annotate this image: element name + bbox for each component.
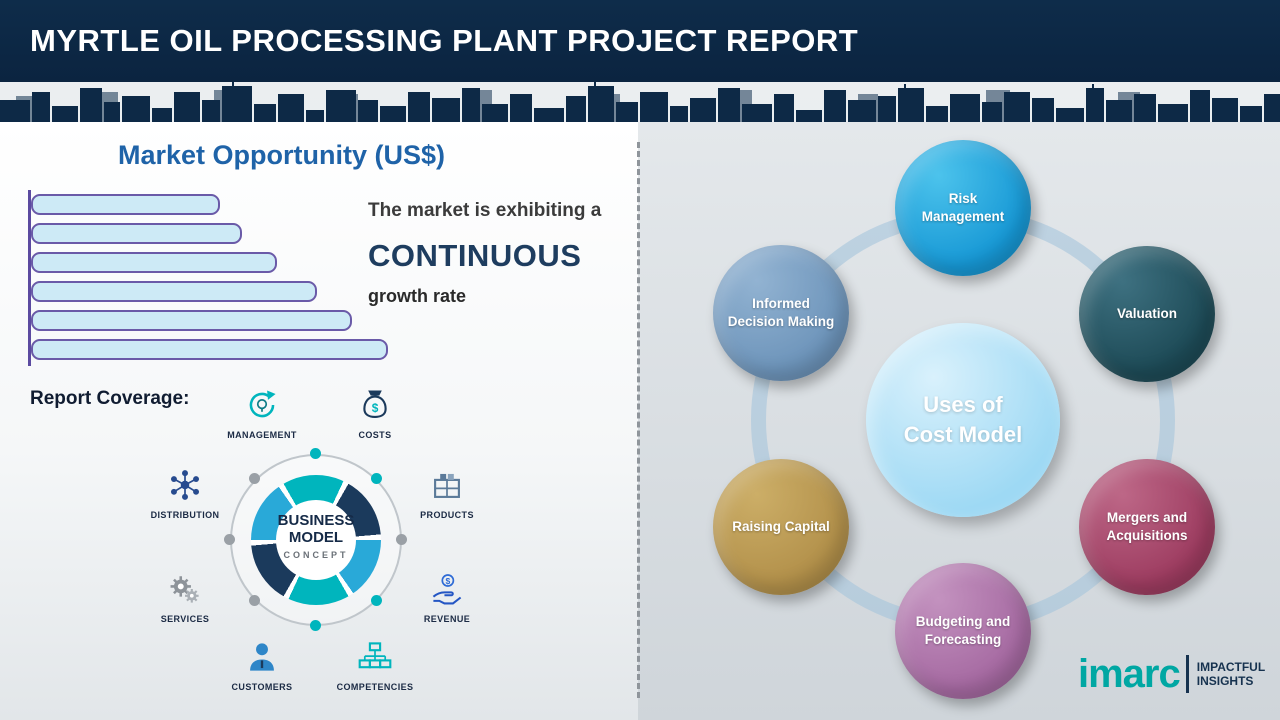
circle-label: Informed Decision Making — [727, 296, 835, 329]
ring-node-dot — [396, 534, 407, 545]
report-coverage-label: Report Coverage: — [30, 388, 190, 409]
circle-informed-decision-making: Informed Decision Making — [713, 245, 849, 381]
circle-label: Raising Capital — [732, 519, 830, 535]
market-growth-bar — [31, 310, 352, 331]
header-banner: MYRTLE OIL PROCESSING PLANT PROJECT REPO… — [0, 0, 1280, 82]
management-icon — [249, 390, 276, 418]
bm-node-services: SERVICES — [133, 572, 237, 624]
market-opportunity-title: Market Opportunity (US$) — [118, 140, 446, 170]
bm-node-costs: $ COSTS — [323, 388, 427, 440]
bar-chart-bars — [31, 194, 388, 368]
brand-tagline-line2: INSIGHTS — [1196, 674, 1254, 688]
market-growth-bar — [31, 223, 242, 244]
bm-node-revenue: $ REVENUE — [395, 572, 499, 624]
bar-chart-axis — [28, 190, 31, 366]
bm-node-management: MANAGEMENT — [210, 388, 314, 440]
ring-node-dot — [224, 534, 235, 545]
donut-hole — [276, 500, 356, 580]
bm-node-label: REVENUE — [423, 614, 471, 624]
services-icon — [170, 576, 199, 603]
bm-node-label: COSTS — [358, 430, 392, 440]
cost-model-center-label: Uses of Cost Model — [903, 392, 1023, 447]
growth-line-1: The market is exhibiting a — [368, 200, 602, 221]
distribution-icon — [170, 470, 200, 500]
circle-label: Mergers and Acquisitions — [1106, 510, 1188, 543]
brand-tagline: IMPACTFUL INSIGHTS — [1197, 660, 1265, 689]
revenue-icon: $ — [432, 574, 462, 605]
ring-node-dot — [371, 473, 382, 484]
business-model-donut — [251, 475, 381, 605]
market-growth-bar — [31, 281, 317, 302]
market-growth-bar — [31, 252, 277, 273]
brand-wordmark: imarc — [1078, 652, 1181, 696]
ring-node-dot — [310, 620, 321, 631]
circle-risk-management: Risk Management — [895, 140, 1031, 276]
ring-node-dot — [249, 473, 260, 484]
growth-annotation: The market is exhibiting a CONTINUOUS gr… — [368, 200, 636, 307]
bm-node-label: PRODUCTS — [420, 510, 474, 520]
products-icon — [434, 473, 460, 498]
city-skyline — [0, 82, 1280, 122]
brand-tagline-line1: IMPACTFUL — [1196, 659, 1266, 674]
bm-center-line1: BUSINESS — [277, 512, 355, 529]
cost-model-center-circle: Uses of Cost Model — [866, 323, 1060, 517]
city-skyline-graphic — [0, 82, 1280, 122]
business-model-center-text: BUSINESS MODEL CONCEPT — [254, 512, 378, 560]
circle-label: Budgeting and Forecasting — [915, 614, 1011, 647]
circle-mergers-and-acquisitions: Mergers and Acquisitions — [1079, 459, 1215, 595]
bm-node-label: DISTRIBUTION — [150, 510, 220, 520]
bm-node-label: CUSTOMERS — [231, 682, 293, 692]
bm-center-line3: CONCEPT — [283, 550, 349, 560]
market-growth-bar — [31, 339, 388, 360]
circle-raising-capital: Raising Capital — [713, 459, 849, 595]
vertical-dashed-divider — [637, 142, 640, 698]
svg-text:$: $ — [445, 576, 450, 586]
circle-label: Valuation — [1116, 306, 1177, 322]
market-growth-bar — [31, 194, 220, 215]
bm-node-label: MANAGEMENT — [227, 430, 297, 440]
competencies-icon — [358, 642, 392, 669]
costs-icon: $ — [363, 390, 387, 418]
brand-logo: imarc IMPACTFUL INSIGHTS — [1078, 654, 1265, 694]
page-title: MYRTLE OIL PROCESSING PLANT PROJECT REPO… — [30, 23, 859, 58]
bm-center-line2: MODEL — [288, 528, 344, 546]
circle-label: Risk Management — [921, 191, 1005, 224]
bm-node-customers: CUSTOMERS — [210, 640, 314, 692]
svg-text:$: $ — [372, 401, 379, 415]
bm-node-label: SERVICES — [160, 614, 210, 624]
brand-divider — [1185, 655, 1189, 693]
bm-node-label: COMPETENCIES — [336, 682, 414, 692]
bm-node-products: PRODUCTS — [395, 468, 499, 520]
ring-node-dot — [371, 595, 382, 606]
circle-valuation: Valuation — [1079, 246, 1215, 382]
bm-node-competencies: COMPETENCIES — [323, 640, 427, 692]
bm-node-distribution: DISTRIBUTION — [133, 468, 237, 520]
ring-node-dot — [249, 595, 260, 606]
growth-line-2: CONTINUOUS — [368, 238, 582, 273]
customers-icon — [250, 643, 274, 671]
circle-budgeting-and-forecasting: Budgeting and Forecasting — [895, 563, 1031, 699]
growth-line-3: growth rate — [368, 286, 467, 306]
ring-node-dot — [310, 448, 321, 459]
